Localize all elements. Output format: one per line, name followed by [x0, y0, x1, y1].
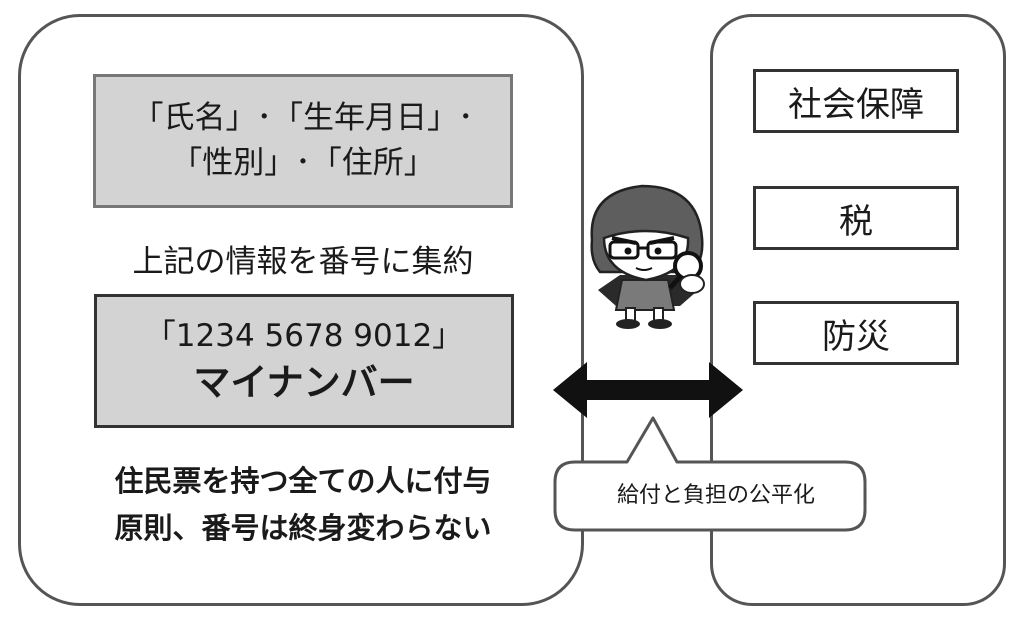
attributes-line-2: 「性別」･「住所」	[171, 145, 435, 181]
my-number-box: 「1234 5678 9012」 マイナンバー	[94, 294, 514, 428]
rules-line-1: 住民票を持つ全ての人に付与	[114, 464, 492, 498]
speech-bubble	[553, 416, 867, 532]
my-number-name: マイナンバー	[193, 361, 415, 404]
aggregate-caption: 上記の情報を番号に集約	[132, 244, 474, 280]
rules-line-2: 原則、番号は終身変わらない	[114, 511, 492, 545]
use-disaster: 防災	[753, 301, 959, 365]
rules-text: 住民票を持つ全ての人に付与 原則、番号は終身変わらない	[20, 458, 586, 552]
personal-attributes-box: 「氏名」･「生年月日」･ 「性別」･「住所」	[93, 74, 513, 208]
use-social-security: 社会保障	[753, 69, 959, 133]
sample-number: 「1234 5678 9012」	[144, 318, 464, 354]
double-arrow-icon	[553, 362, 743, 418]
detective-mascot-icon	[590, 184, 705, 329]
fairness-caption: 給付と負担の公平化	[616, 483, 815, 508]
attributes-line-1: 「氏名」･「生年月日」･	[132, 100, 474, 136]
use-tax: 税	[753, 186, 959, 250]
